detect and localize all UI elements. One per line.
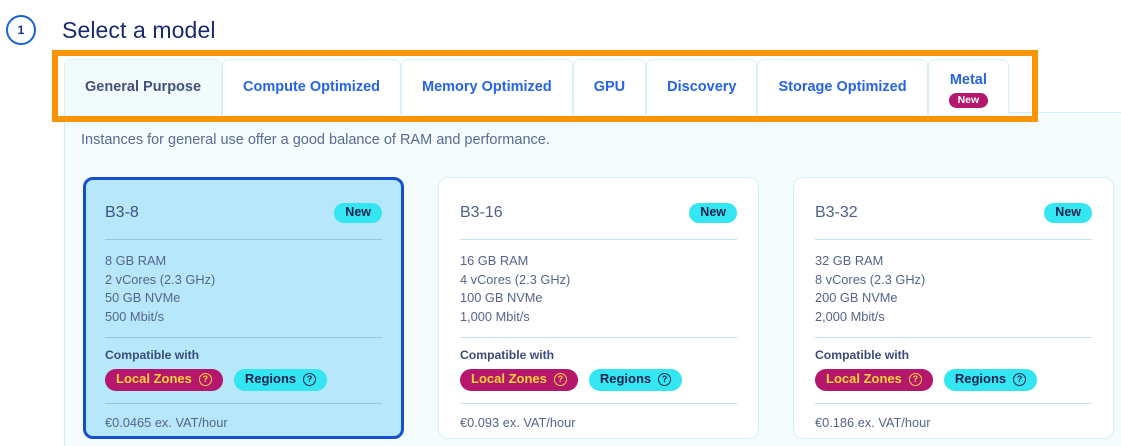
card-specs: 16 GB RAM 4 vCores (2.3 GHz) 100 GB NVMe 1,…	[460, 252, 737, 326]
spec-line: 200 GB NVMe	[815, 290, 898, 305]
chip-regions[interactable]: Regions?	[588, 369, 683, 391]
card-header: B3-8 New	[105, 198, 382, 228]
card-new-badge: New	[334, 203, 382, 223]
spec-line: 8 GB RAM	[105, 253, 167, 268]
model-card[interactable]: B3-32 New 32 GB RAM 8 vCores (2.3 GHz) 200 G…	[793, 177, 1114, 439]
model-card[interactable]: B3-8 New 8 GB RAM 2 vCores (2.3 GHz) 50 GB N…	[83, 177, 404, 439]
tab-compute-optimized[interactable]: Compute Optimized	[222, 59, 401, 115]
card-divider	[460, 239, 737, 240]
category-description: Instances for general use offer a good b…	[81, 132, 550, 148]
spec-line: 2,000 Mbit/s	[815, 308, 885, 324]
help-icon[interactable]: ?	[1013, 372, 1027, 386]
help-icon[interactable]: ?	[303, 372, 317, 386]
chip-local-zones[interactable]: Local Zones?	[105, 369, 223, 391]
compatibility-chips: Local Zones?Regions?	[460, 369, 737, 391]
card-divider	[105, 337, 382, 338]
card-divider	[815, 239, 1092, 240]
card-header: B3-32 New	[815, 198, 1092, 228]
chip-regions-label: Regions	[244, 371, 297, 386]
model-card-list: B3-8 New 8 GB RAM 2 vCores (2.3 GHz) 50 GB N…	[83, 177, 1114, 439]
compatibility-chips: Local Zones?Regions?	[815, 369, 1092, 391]
step-number-badge: 1	[6, 15, 36, 45]
card-price: €0.186 ex. VAT/hour	[815, 414, 931, 430]
tab-discovery[interactable]: Discovery	[646, 59, 758, 115]
compatibility-chips: Local Zones?Regions?	[105, 369, 382, 391]
tab-general-purpose[interactable]: General Purpose	[64, 59, 223, 115]
card-specs: 32 GB RAM 8 vCores (2.3 GHz) 200 GB NVMe 2,…	[815, 252, 1092, 326]
chip-regions-label: Regions	[954, 371, 1007, 386]
tab-storage-optimized[interactable]: Storage Optimized	[757, 59, 928, 115]
card-divider	[105, 402, 382, 404]
tab-label: Memory Optimized	[422, 78, 552, 95]
card-divider	[460, 337, 737, 338]
chip-regions[interactable]: Regions?	[943, 369, 1038, 391]
card-new-badge: New	[1044, 203, 1092, 223]
tab-memory-optimized[interactable]: Memory Optimized	[401, 59, 573, 115]
card-title: B3-8	[105, 204, 139, 221]
card-header: B3-16 New	[460, 198, 737, 228]
help-icon[interactable]: ?	[658, 372, 672, 386]
spec-line: 32 GB RAM	[815, 253, 884, 268]
card-new-badge: New	[689, 203, 737, 223]
spec-line: 4 vCores (2.3 GHz)	[460, 271, 571, 287]
card-title: B3-32	[815, 204, 858, 221]
chip-local-zones[interactable]: Local Zones?	[460, 369, 578, 391]
chip-local-zones[interactable]: Local Zones?	[815, 369, 933, 391]
chip-local-zones-label: Local Zones	[116, 371, 192, 386]
instance-category-tabs: General Purpose Compute Optimized Memory O…	[64, 57, 1010, 115]
tab-label: Compute Optimized	[243, 78, 380, 95]
spec-line: 50 GB NVMe	[105, 290, 181, 305]
compatible-with-label: Compatible with	[460, 348, 555, 362]
help-icon[interactable]: ?	[553, 372, 567, 386]
tab-label: Metal	[949, 71, 987, 88]
tab-label: GPU	[593, 78, 626, 95]
tab-label: General Purpose	[85, 78, 202, 95]
card-divider	[815, 337, 1092, 338]
page-title: Select a model	[62, 16, 216, 43]
card-divider	[105, 239, 382, 240]
tab-label: Discovery	[667, 78, 737, 95]
help-icon[interactable]: ?	[908, 372, 922, 386]
spec-line: 1,000 Mbit/s	[460, 308, 530, 324]
chip-regions[interactable]: Regions?	[233, 369, 328, 391]
compatible-with-label: Compatible with	[105, 348, 200, 362]
model-card[interactable]: B3-16 New 16 GB RAM 4 vCores (2.3 GHz) 100 G…	[438, 177, 759, 439]
card-divider	[460, 402, 737, 404]
compatible-with-label: Compatible with	[815, 348, 910, 362]
card-price: €0.093 ex. VAT/hour	[460, 414, 576, 430]
card-title: B3-16	[460, 204, 503, 221]
spec-line: 16 GB RAM	[460, 253, 529, 268]
chip-regions-label: Regions	[599, 371, 652, 386]
spec-line: 500 Mbit/s	[105, 308, 165, 324]
tab-gpu[interactable]: GPU	[572, 59, 647, 115]
spec-line: 8 vCores (2.3 GHz)	[815, 271, 926, 287]
chip-local-zones-label: Local Zones	[826, 371, 902, 386]
card-specs: 8 GB RAM 2 vCores (2.3 GHz) 50 GB NVMe 500 …	[105, 252, 382, 326]
chip-local-zones-label: Local Zones	[471, 371, 547, 386]
tab-label: Storage Optimized	[778, 78, 907, 95]
card-price: €0.0465 ex. VAT/hour	[105, 414, 228, 430]
tab-new-badge: New	[948, 92, 989, 109]
spec-line: 2 vCores (2.3 GHz)	[105, 271, 216, 287]
card-divider	[815, 402, 1092, 404]
help-icon[interactable]: ?	[198, 372, 212, 386]
step-number: 1	[17, 23, 25, 37]
step-header: 1 Select a model	[0, 10, 216, 50]
spec-line: 100 GB NVMe	[460, 290, 543, 305]
